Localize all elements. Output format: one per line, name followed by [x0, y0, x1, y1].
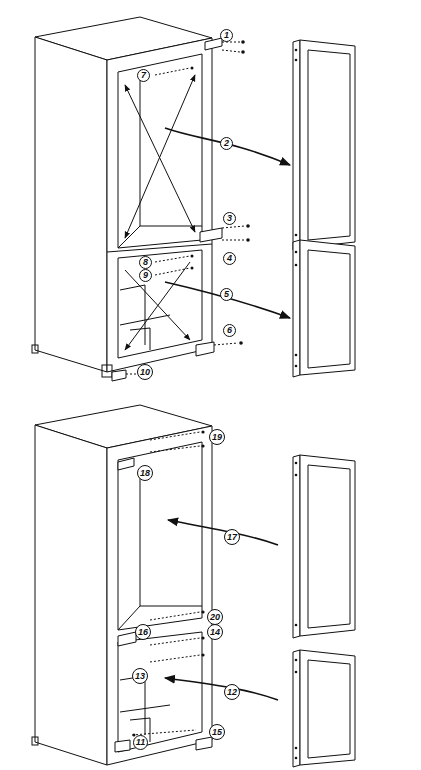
callout-number: 18	[137, 465, 153, 481]
callout-text: 5	[224, 290, 229, 299]
callout-number: 8	[139, 256, 152, 269]
move-arrow	[165, 128, 290, 165]
screws-top	[126, 42, 245, 374]
callout-number: 13	[132, 668, 148, 684]
callout-text: 3	[227, 214, 232, 223]
callout-number: 9	[139, 269, 152, 282]
callout-number: 2	[220, 137, 233, 150]
door-holes-bottom	[295, 462, 298, 760]
callout-number: 10	[137, 364, 153, 380]
callout-text: 14	[210, 628, 220, 637]
callout-text: 18	[140, 469, 150, 478]
move-arrow	[165, 282, 290, 318]
callout-number: 20	[207, 609, 223, 625]
callout-number: 6	[223, 324, 236, 337]
callout-text: 1	[224, 31, 229, 40]
callout-text: 10	[140, 368, 150, 377]
hinges-top	[112, 38, 222, 381]
callout-number: 4	[223, 252, 236, 265]
callout-text: 8	[143, 258, 148, 267]
callout-number: 3	[223, 212, 236, 225]
callout-number: 14	[207, 624, 223, 640]
callout-text: 12	[227, 688, 237, 697]
callout-number: 12	[224, 684, 240, 700]
callout-text: 2	[224, 139, 229, 148]
screws-bottom	[132, 432, 200, 735]
callout-number: 19	[209, 429, 225, 445]
callout-text: 15	[212, 728, 222, 737]
callout-number: 11	[133, 735, 148, 750]
callout-number: 7	[137, 69, 150, 82]
move-arrow	[168, 520, 278, 545]
hinges-bottom	[115, 458, 212, 752]
callout-number: 5	[220, 288, 233, 301]
callout-text: 6	[227, 326, 232, 335]
callout-text: 9	[143, 271, 148, 280]
callout-text: 13	[135, 672, 145, 681]
callout-number: 17	[224, 529, 240, 545]
callout-text: 16	[138, 628, 148, 637]
callout-text: 17	[227, 533, 237, 542]
screw-heads-bottom	[133, 430, 205, 736]
move-arrow	[165, 678, 278, 700]
callout-text: 4	[227, 254, 232, 263]
callout-number: 1	[220, 29, 233, 42]
cabinet-top	[32, 17, 212, 377]
callout-text: 7	[141, 71, 146, 80]
callout-number: 16	[135, 624, 151, 640]
callout-text: 19	[212, 433, 222, 442]
cabinet-bottom	[32, 405, 212, 765]
callout-number: 15	[209, 724, 225, 740]
door-holes-top	[295, 49, 298, 368]
callout-text: 20	[210, 613, 220, 622]
doors-top	[293, 40, 355, 377]
screw-heads-top	[191, 40, 250, 345]
doors-bottom	[293, 455, 355, 767]
callout-text: 11	[136, 738, 145, 747]
